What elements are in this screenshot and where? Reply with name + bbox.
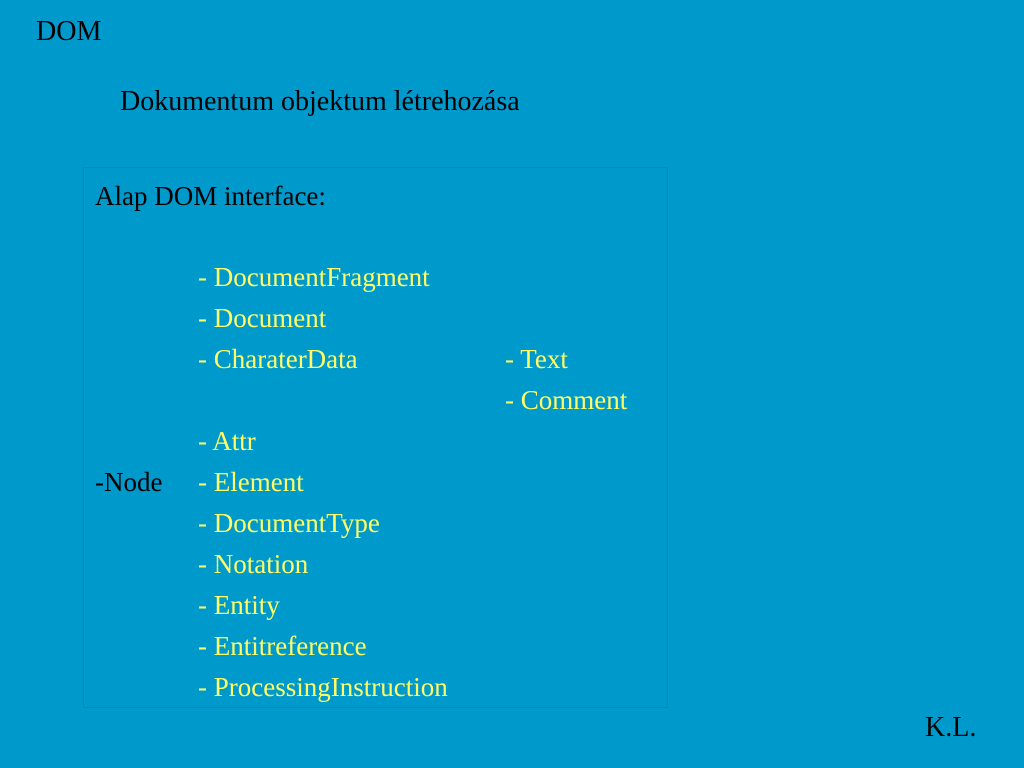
interface-subitem: - Text [505,344,568,374]
interface-item: - Entity [198,590,280,620]
slide-title: DOM [36,16,102,47]
interface-box: Alap DOM interface: - DocumentFragment -… [83,167,668,708]
interface-subitem: - Comment [505,385,628,415]
interface-item: - Attr [198,426,256,456]
slide-footer: K.L. [925,712,977,743]
interface-item: - Document [198,303,327,333]
interface-item: - Element [198,467,304,497]
node-label: -Node [95,467,163,497]
interface-item: - Entitreference [198,631,367,661]
interface-item: - Notation [198,549,309,579]
box-heading: Alap DOM interface: [95,181,326,211]
slide-subtitle: Dokumentum objektum létrehozása [120,86,520,117]
interface-item: - CharaterData [198,344,358,374]
interface-item: - DocumentFragment [198,262,430,292]
interface-item: - ProcessingInstruction [198,672,448,702]
interface-item: - DocumentType [198,508,380,538]
